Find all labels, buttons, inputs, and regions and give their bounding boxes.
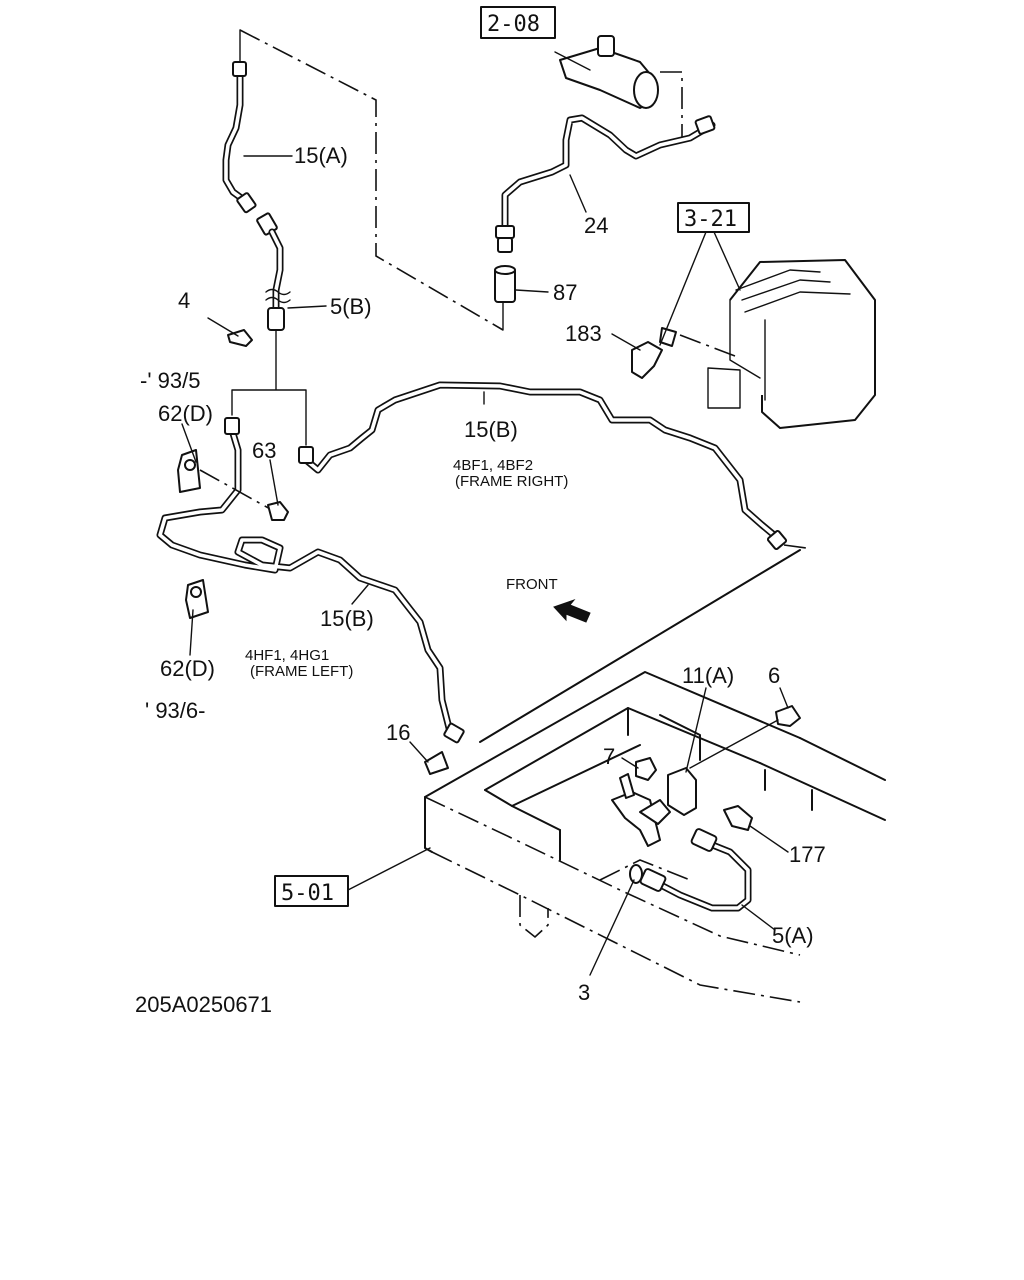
label-4: 4 (178, 288, 190, 313)
bolt-6 (689, 705, 801, 769)
front-arrow-icon (553, 598, 591, 623)
washer-3 (629, 864, 643, 884)
label-62d-top: 62(D) (158, 401, 213, 426)
chassis-frame (424, 549, 886, 1003)
note-date-from: ' 93/6- (145, 698, 205, 723)
label-3: 3 (578, 980, 590, 1005)
ref-label-2-08: 2-08 (487, 12, 540, 37)
nut-7 (635, 757, 657, 781)
clip-62d-bottom (185, 579, 209, 619)
label-11a: 11(A) (682, 663, 734, 688)
note-frame-right-models: 4BF1, 4BF2 (453, 457, 533, 474)
label-87: 87 (553, 280, 577, 305)
part-183-clip (631, 327, 677, 379)
boundary-line-upper-dash (239, 29, 504, 331)
label-183: 183 (565, 321, 602, 346)
label-5a: 5(A) (772, 923, 814, 948)
junction-block-11a (611, 767, 697, 847)
label-6: 6 (768, 663, 780, 688)
ref-label-3-21: 3-21 (684, 207, 737, 232)
label-15a: 15(A) (294, 143, 348, 168)
label-24: 24 (584, 213, 608, 238)
label-63: 63 (252, 438, 276, 463)
master-cylinder (559, 35, 683, 140)
label-177: 177 (789, 842, 826, 867)
pipe-24 (495, 114, 716, 253)
reservoir (679, 259, 876, 429)
drawing-id: 205A0250671 (135, 992, 272, 1017)
note-date-upto: -' 93/5 (140, 368, 200, 393)
part-87 (494, 265, 516, 303)
label-16: 16 (386, 720, 410, 745)
label-62d-bottom: 62(D) (160, 656, 215, 681)
label-5b: 5(B) (330, 294, 372, 319)
label-15b-left: 15(B) (320, 606, 374, 631)
label-7: 7 (603, 744, 615, 769)
pipe-15b-right (298, 381, 788, 551)
pipe-15b-left (156, 417, 465, 744)
clip-16 (424, 751, 449, 775)
label-15b-right: 15(B) (464, 417, 518, 442)
note-frame-left-models: 4HF1, 4HG1 (245, 647, 329, 664)
leader-frame-right-end (783, 544, 807, 549)
hose-5b (256, 212, 291, 331)
bracket-5b (231, 329, 307, 446)
ref-label-5-01: 5-01 (281, 881, 334, 906)
note-frame-left: (FRAME LEFT) (250, 663, 353, 680)
ref-box-3-21 (677, 202, 750, 233)
note-front: FRONT (506, 576, 558, 593)
hose-5a (639, 828, 752, 912)
clip-62d-top (177, 449, 273, 511)
ref-box-5-01 (274, 875, 349, 907)
ref-box-2-08 (480, 6, 556, 39)
leader-lines (181, 51, 789, 976)
bolt-177 (723, 805, 753, 831)
note-frame-right: (FRAME RIGHT) (455, 473, 568, 490)
pipe-15a (222, 61, 257, 214)
